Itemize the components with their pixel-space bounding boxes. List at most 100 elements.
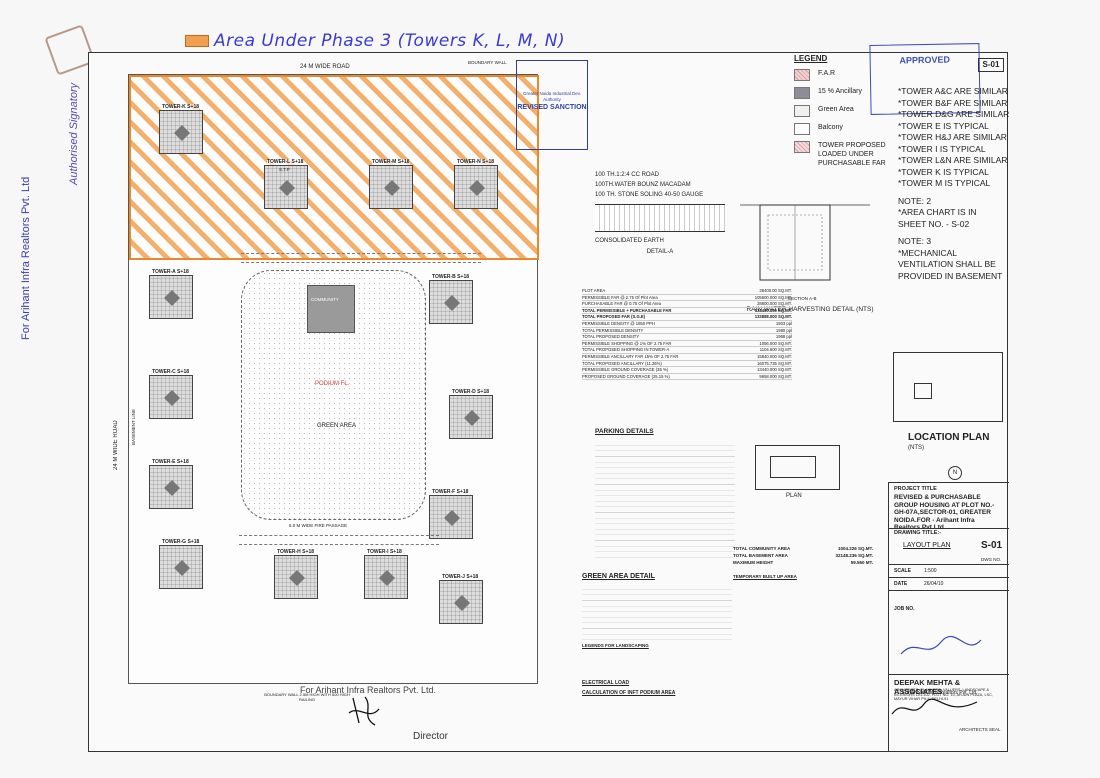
- tower-c: TOWER-C S+18: [149, 369, 193, 419]
- tower-label: TOWER-K S+18: [162, 104, 199, 110]
- boundary-bottom-label: BOUNDARY WALL 2.5M HIGH WITH 600 HIGH RA…: [264, 692, 350, 702]
- detail-layer-label: 100 TH. STONE SOLING 40-50 GAUGE: [595, 192, 704, 198]
- legend-label: F.A.R: [818, 70, 836, 77]
- note-line: *AREA CHART IS IN: [898, 207, 977, 217]
- note-line: NOTE: 3: [898, 236, 932, 246]
- company-vertical-text: For Arihant Infra Realtors Pvt. Ltd: [20, 176, 32, 340]
- parking-block: [595, 440, 735, 560]
- tower-label: TOWER-D S+18: [452, 389, 489, 395]
- tower-j: TOWER-J S+18: [439, 574, 483, 624]
- tower-f: TOWER-F S+18: [429, 489, 473, 539]
- location-plan-sub: (NTS): [908, 445, 924, 451]
- fire-passage-label: 6.0 M WIDE FIRE PASSAGE: [289, 523, 348, 528]
- fire-passage-bottom: [239, 535, 439, 545]
- drawing-title-label: DRAWING TITLE:-: [894, 530, 942, 536]
- tower-label: TOWER-G S+18: [162, 539, 200, 545]
- note-line: *TOWER K IS TYPICAL: [898, 166, 989, 177]
- architect-name: DEEPAK MEHTA & ASSOCIATES: [894, 678, 961, 696]
- detail-layer-label: 100TH.WATER BOUNZ MACADAM: [595, 182, 691, 188]
- notes: *TOWER A&C ARE SIMILAR*TOWER B&F ARE SIM…: [898, 86, 1010, 282]
- authority-text: Greater Noida Industrial Dev. Authority: [523, 91, 581, 102]
- architect-seal-label: ARCHITECTS SEAL: [959, 727, 1001, 732]
- tower-label: TOWER-A S+18: [152, 269, 189, 275]
- client-sign-label: For Arihant Infra Realtors Pvt. Ltd.: [902, 690, 978, 696]
- tower-label: TOWER-F S+18: [432, 489, 469, 495]
- sheet-number-top: S-01: [978, 58, 1004, 72]
- architect-address: ARCHITECTS, PLANNERS, VALUERS, LANDSCAPE…: [894, 688, 993, 702]
- area-row: PROPOSED GROUND COVERAGE (25.15 %)9658.0…: [582, 373, 792, 381]
- north-arrow-icon: N: [948, 466, 962, 480]
- legend-item: TOWER PROPOSED LOADED UNDER PURCHASABLE …: [794, 141, 894, 168]
- sanction-stamp: Greater Noida Industrial Dev. Authority …: [516, 60, 588, 150]
- legend-label: Green Area: [818, 106, 854, 113]
- legend-swatch: [794, 141, 810, 153]
- footer-company: For Arihant Infra Realtors Pvt. Ltd.: [300, 685, 437, 695]
- community-building: [307, 285, 355, 333]
- area-row: PERMISSIBLE ANCILLARY FAR 15% OF 2.75 FA…: [582, 353, 792, 361]
- note-line: *TOWER B&F ARE SIMILAR: [898, 97, 1008, 108]
- rain-water-caption: RAIN WATER HARVESTING DETAIL (NTS): [746, 306, 874, 313]
- tower-label: TOWER-H S+18: [277, 549, 314, 555]
- note-line: PROVIDED IN BASEMENT: [898, 270, 1003, 281]
- legend-label: 15 % Ancillary: [818, 88, 862, 95]
- tower-label: TOWER-L S+18: [267, 159, 304, 165]
- podium-label: PODIUM FL.: [315, 381, 350, 387]
- sanction-text: REVISED SANCTION: [517, 104, 587, 111]
- road-left-label: 24 M WIDE ROAD: [113, 420, 119, 470]
- detail-layer-label: 100 TH.1:2:4 CC ROAD: [595, 172, 659, 178]
- sheet-number: S-01: [981, 540, 1003, 551]
- rain-water-section: [740, 204, 870, 281]
- note-line: *TOWER D&G ARE SIMILAR: [898, 109, 1010, 119]
- location-map: [893, 352, 1003, 422]
- note-line: NOTE: 2: [898, 195, 932, 206]
- stp-label: S.T.P: [279, 167, 290, 172]
- boundary-top-label: BOUNDARY WALL: [468, 60, 507, 65]
- area-row: PERMISSIBLE GROUND COVERAGE (35 %)13440.…: [582, 367, 792, 374]
- detail-a-caption: CONSOLIDATED EARTH: [595, 238, 664, 244]
- tower-label: TOWER-I S+18: [367, 549, 402, 555]
- tower-label: TOWER-N S+18: [457, 159, 494, 165]
- footer-director: Director: [413, 731, 449, 742]
- drawing-title: LAYOUT PLAN: [903, 542, 951, 549]
- tower-g: TOWER-G S+18: [159, 539, 203, 589]
- client-sign-block: For Arihant Infra Realtors Pvt. Ltd.: [882, 690, 1002, 720]
- tower-a: TOWER-A S+18: [149, 269, 193, 319]
- legend-label: Balcony: [818, 124, 843, 131]
- note-line: *TOWER L&N ARE SIMILAR: [898, 155, 1008, 165]
- plan-label: PLAN: [786, 493, 802, 499]
- note-line: *TOWER A&C ARE SIMILAR: [898, 86, 1008, 96]
- authorised-signatory-text: Authorised Signatory: [68, 82, 80, 185]
- legend-swatch: [794, 69, 810, 81]
- job-row: JOB NO.: [894, 606, 915, 612]
- legend-label: TOWER PROPOSED LOADED UNDER PURCHASABLE …: [818, 142, 886, 167]
- tower-e: TOWER-E S+18: [149, 459, 193, 509]
- green-area-label: GREEN AREA: [317, 423, 357, 429]
- project-title-label: PROJECT TITLE: [894, 486, 937, 492]
- area-row: TOTAL PROPOSED ANCILLARY (11.26%)16075.7…: [582, 360, 792, 368]
- tower-label: TOWER-C S+18: [152, 369, 189, 375]
- note-line: *TOWER E IS TYPICAL: [898, 120, 989, 131]
- dwg-no-label: DWG NO.: [981, 557, 1002, 562]
- tower-d: TOWER-D S+18: [449, 389, 493, 439]
- legend-item: Balcony: [794, 123, 894, 135]
- legend-item: Green Area: [794, 105, 894, 117]
- note-line: SHEET NO. - S-02: [898, 218, 970, 229]
- detail-a-title: DETAIL-A: [646, 249, 674, 255]
- note-line: VENTILATION SHALL BE: [898, 259, 996, 269]
- phase-swatch: [185, 35, 209, 47]
- fire-passage-top: [241, 253, 481, 263]
- landscaping-heading: LEGENDS FOR LANDSCAPING: [582, 643, 649, 648]
- tower-k: TOWER-K S+18: [159, 104, 203, 154]
- tower-m: TOWER-M S+18: [369, 159, 413, 209]
- green-area-block: [582, 584, 732, 640]
